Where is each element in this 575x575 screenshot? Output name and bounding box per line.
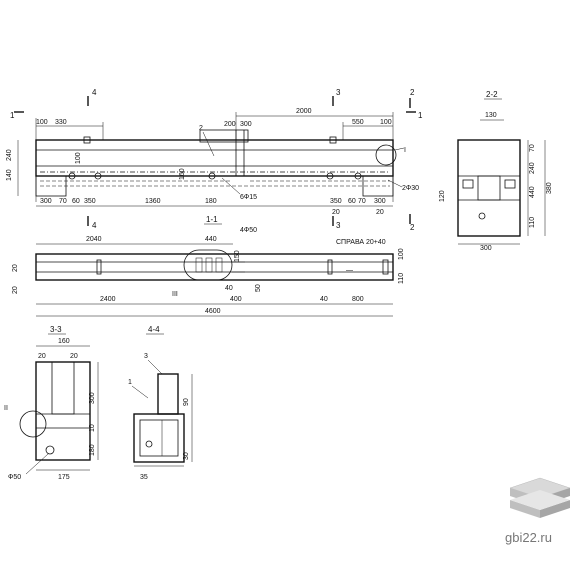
label-III: III — [172, 291, 178, 298]
dim-180-bc: 180 — [205, 198, 217, 205]
section-2-2: 2-2 130 300 70 240 440 110 380 120 — [439, 90, 553, 252]
dim-440-2: 440 — [529, 186, 536, 198]
dim-30-4: 30 — [183, 452, 190, 460]
dim-120-2: 120 — [439, 190, 446, 202]
dim-110-1: 110 — [398, 273, 405, 284]
dim-130: 130 — [485, 112, 497, 119]
dim-2040: 2040 — [86, 236, 102, 243]
rebar-6f15: 6Ф15 — [240, 194, 257, 201]
callout-2: 2 — [199, 125, 203, 132]
section-mark-1-left: 1 — [10, 111, 15, 120]
dim-4600: 4600 — [205, 308, 221, 315]
dim-300-bl: 300 — [40, 198, 52, 205]
dim-1360: 1360 — [145, 198, 161, 205]
dim-100-right: 100 — [380, 119, 392, 126]
dim-550: 550 — [352, 119, 364, 126]
dim-20-1b: 20 — [12, 286, 19, 294]
dim-160-3: 160 — [58, 338, 70, 345]
watermark-text: gbi22.ru — [505, 530, 552, 545]
dim-150-1: 150 — [234, 250, 241, 262]
section-mark-4-top: 4 — [92, 88, 97, 97]
dim-180-3: 180 — [89, 444, 96, 456]
section-1-1-title: 1-1 — [206, 215, 218, 224]
dim-300-br: 300 — [374, 198, 386, 205]
dim-200-top: 200 — [224, 121, 236, 128]
dim-2400: 2400 — [100, 296, 116, 303]
dim-20-br2: 20 — [376, 209, 384, 216]
rebar-f50: Ф50 — [8, 474, 21, 481]
dim-240-left: 240 — [6, 149, 13, 161]
label-II: II — [4, 405, 8, 412]
label-I: I — [404, 147, 406, 154]
dim-70-br: 70 — [358, 198, 366, 205]
dim-140-left: 140 — [6, 169, 13, 181]
dim-2000: 2000 — [296, 108, 312, 115]
section-mark-2-top: 2 — [410, 88, 415, 97]
dim-20-3b: 20 — [70, 353, 78, 360]
section-mark-1-right: 1 — [418, 111, 423, 120]
dim-70-2: 70 — [529, 144, 536, 152]
dim-350-bl: 350 — [84, 198, 96, 205]
section-4-4: 4-4 3 1 35 90 30 — [128, 325, 193, 481]
dim-35-4: 35 — [140, 474, 148, 481]
dim-100-inner: 100 — [75, 152, 82, 164]
dim-20-br: 20 — [332, 209, 340, 216]
dim-100-1: 100 — [398, 248, 405, 260]
dim-70-bl: 70 — [59, 198, 67, 205]
sprava-note: СПРАВА 20+40 — [336, 239, 386, 246]
dim-160-inner: 160 — [179, 168, 186, 180]
dim-100-left: 100 — [36, 119, 48, 126]
dash-mark: — — [346, 267, 353, 274]
section-mark-2-bottom: 2 — [410, 223, 415, 232]
beam-elevation: 330 100 2000 550 100 200 300 — [6, 88, 423, 232]
dim-300-top: 300 — [240, 121, 252, 128]
dim-50-1: 50 — [255, 284, 262, 292]
section-3-3: 3-3 160 20 20 II Ф50 300 10 180 175 — [4, 325, 99, 481]
section-mark-3-top: 3 — [336, 88, 341, 97]
dim-400: 400 — [230, 296, 242, 303]
dim-10-3: 10 — [89, 424, 96, 432]
section-2-2-title: 2-2 — [486, 90, 498, 99]
gbi22-logo-icon — [509, 477, 571, 518]
dim-440-1: 440 — [205, 236, 217, 243]
dim-350-br: 350 — [330, 198, 342, 205]
section-mark-4-bottom: 4 — [92, 221, 97, 230]
dim-330-left: 330 — [55, 119, 67, 126]
callout-1: 1 — [128, 379, 132, 386]
rebar-4f50: 4Ф50 — [240, 227, 257, 234]
rebar-2f30: 2Ф30 — [402, 185, 419, 192]
dim-60-bl: 60 — [72, 198, 80, 205]
dim-110-2: 110 — [529, 217, 536, 228]
dim-40-1a: 40 — [225, 285, 233, 292]
dim-20-1a: 20 — [12, 264, 19, 272]
section-4-4-title: 4-4 — [148, 325, 160, 334]
section-mark-3-bottom: 3 — [336, 221, 341, 230]
section-3-3-title: 3-3 — [50, 325, 62, 334]
callout-3: 3 — [144, 353, 148, 360]
dim-90-4: 90 — [183, 398, 190, 406]
dim-800: 800 — [352, 296, 364, 303]
dim-40-1b: 40 — [320, 296, 328, 303]
dim-175-3: 175 — [58, 474, 70, 481]
section-1-1: 1-1 2040 440 4Ф50 СПРАВА 20+40 — III 20 … — [12, 215, 405, 317]
dim-300-3: 300 — [89, 392, 96, 404]
dim-300-2: 300 — [480, 245, 492, 252]
dim-60-br: 60 — [348, 198, 356, 205]
dim-240-2: 240 — [529, 162, 536, 174]
dim-380-2: 380 — [546, 182, 553, 194]
dim-20-3a: 20 — [38, 353, 46, 360]
